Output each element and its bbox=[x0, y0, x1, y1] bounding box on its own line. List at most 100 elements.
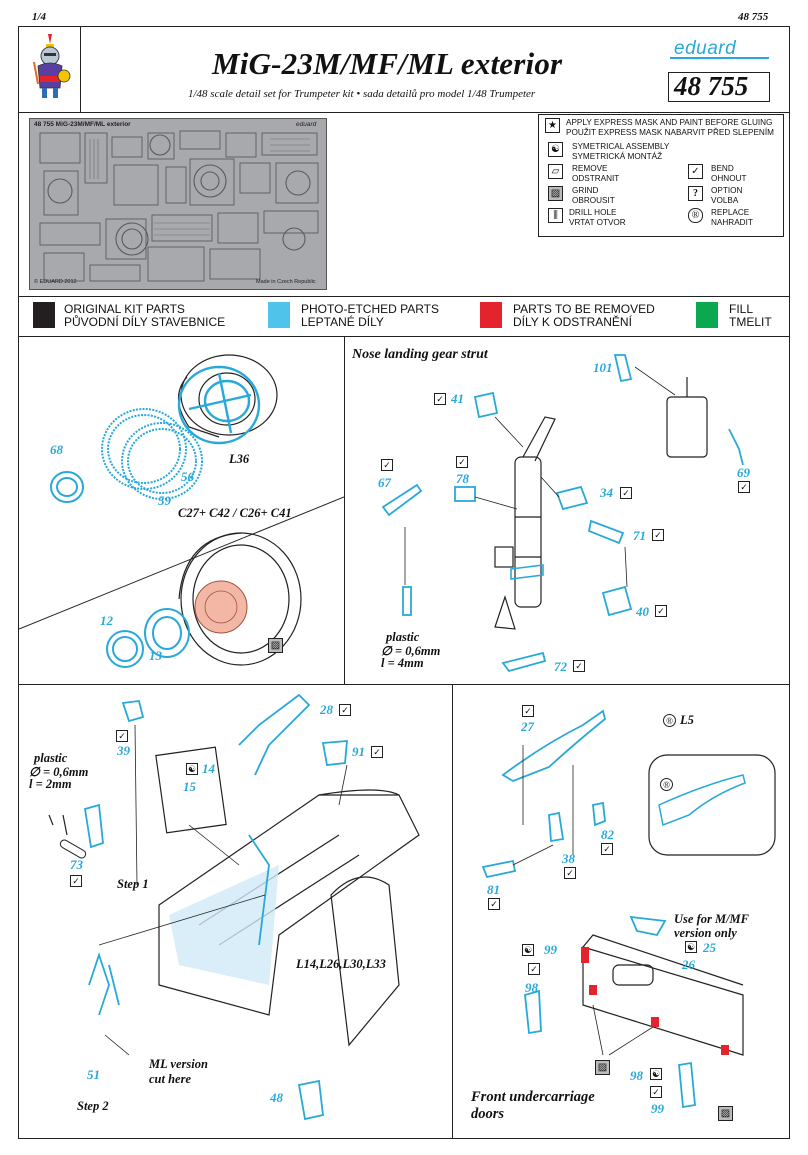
remove-icon: ▱ bbox=[548, 164, 563, 179]
part-number: 13 bbox=[149, 648, 162, 663]
plastic-rod-label: plastic bbox=[386, 630, 420, 644]
panel-title-doors-2: doors bbox=[471, 1106, 505, 1122]
use-note-2: version only bbox=[674, 926, 737, 940]
panels-mid-rule bbox=[18, 684, 790, 685]
part-number: 98 bbox=[630, 1068, 643, 1083]
part-number: 48 bbox=[270, 1090, 283, 1105]
bend-icon: ✓ bbox=[573, 660, 585, 672]
color-swatch-original bbox=[33, 302, 55, 328]
option-icon: ? bbox=[688, 186, 703, 201]
page-frame bbox=[18, 26, 790, 1139]
legend-text: REPLACE bbox=[711, 208, 750, 217]
part-number: 99 bbox=[651, 1101, 664, 1116]
set-number-corner: 48 755 bbox=[738, 11, 769, 23]
legend-text: POUŽIT EXPRESS MASK NABARVIT PŘED SLEPEN… bbox=[566, 128, 774, 137]
part-number: 78 bbox=[456, 471, 469, 486]
set-number-box bbox=[668, 72, 770, 102]
legend-text: DRILL HOLE bbox=[569, 208, 617, 217]
part-number: 51 bbox=[87, 1067, 100, 1082]
grind-icon: ▨ bbox=[268, 638, 283, 653]
part-number: 15 bbox=[183, 779, 196, 794]
part-number: 91 bbox=[352, 744, 365, 759]
use-note: Use for M/MF bbox=[674, 912, 750, 926]
color-swatch-fill bbox=[696, 302, 718, 328]
bend-icon: ✓ bbox=[688, 164, 703, 179]
page-title: MiG-23M/MF/ML exterior bbox=[212, 46, 563, 81]
panels-top-rule bbox=[18, 336, 790, 337]
fret-made-in: Made in Czech Republic bbox=[256, 279, 316, 285]
replace-icon: ® bbox=[660, 778, 673, 791]
undercarriage-doors-drawing bbox=[481, 709, 776, 1109]
bend-icon: ✓ bbox=[655, 605, 667, 617]
bend-icon: ✓ bbox=[70, 875, 82, 887]
express-mask-icon: ★ bbox=[545, 118, 560, 133]
legend-text: ODSTRANIT bbox=[572, 174, 620, 183]
color-label-line: TMELIT bbox=[729, 315, 772, 329]
grind-icon: ▨ bbox=[718, 1106, 733, 1121]
bend-icon: ✓ bbox=[434, 393, 446, 405]
part-number: 71 bbox=[633, 528, 646, 543]
part-number: 56 bbox=[181, 469, 194, 484]
wheel-bay-drawing bbox=[48, 693, 420, 1121]
plastic-rod-length: l = 2mm bbox=[29, 777, 72, 791]
part-number: 72 bbox=[554, 659, 567, 674]
panel-title-doors: Front undercarriage bbox=[471, 1089, 595, 1105]
plastic-rod-diameter: ∅ = 0,6mm bbox=[29, 765, 89, 779]
color-swatch-remove bbox=[480, 302, 502, 328]
legend-text: BEND bbox=[711, 164, 734, 173]
grind-icon: ▨ bbox=[548, 186, 563, 201]
color-label-line: LEPTANÉ DÍLY bbox=[301, 315, 384, 329]
part-number: 82 bbox=[601, 827, 614, 842]
color-label-line: PARTS TO BE REMOVED bbox=[513, 302, 655, 316]
part-number: 69 bbox=[737, 465, 750, 480]
color-label-line: DÍLY K ODSTRANĚNÍ bbox=[513, 315, 632, 329]
legend-text: OHNOUT bbox=[711, 174, 747, 183]
color-label-line: PŮVODNÍ DÍLY STAVEBNICE bbox=[64, 315, 226, 329]
part-number: 99 bbox=[544, 942, 557, 957]
replace-icon: ® bbox=[663, 714, 676, 727]
legend-text: REMOVE bbox=[572, 164, 608, 173]
part-number: 14 bbox=[202, 761, 215, 776]
fret-copyright: © EDUARD 2012 bbox=[34, 279, 77, 285]
photo-etch-fret: 48 755 MiG-23M/MF/ML exterior eduard © E… bbox=[29, 118, 327, 290]
page-subtitle: 1/48 scale detail set for Trumpeter kit … bbox=[188, 88, 536, 100]
bend-icon: ✓ bbox=[381, 459, 393, 471]
legend-text: OPTION bbox=[711, 186, 743, 195]
bend-icon: ✓ bbox=[339, 704, 351, 716]
part-number: 81 bbox=[487, 882, 500, 897]
plastic-rod-diameter: ∅ = 0,6mm bbox=[381, 644, 441, 658]
legend-text: SYMETRICKÁ MONTÁŽ bbox=[572, 152, 663, 161]
ml-version-note-2: cut here bbox=[149, 1072, 192, 1086]
nose-gear-strut-drawing bbox=[381, 354, 744, 673]
part-number: 68 bbox=[50, 442, 63, 457]
kit-parts-label: C27+ C42 / C26+ C41 bbox=[178, 506, 292, 520]
step-1-label: Step 1 bbox=[117, 877, 149, 891]
legend-text: GRIND bbox=[572, 186, 599, 195]
part-number: 101 bbox=[593, 360, 613, 375]
bend-icon: ✓ bbox=[522, 705, 534, 717]
header-divider-left bbox=[80, 26, 81, 112]
plastic-rod-label: plastic bbox=[34, 751, 68, 765]
legend-text: OBROUSIT bbox=[572, 196, 615, 205]
brand-name: eduard bbox=[674, 38, 737, 59]
color-label-line: FILL bbox=[729, 302, 754, 316]
bend-icon: ✓ bbox=[456, 456, 468, 468]
replace-icon: ® bbox=[688, 208, 703, 223]
part-number: 67 bbox=[378, 475, 391, 490]
kit-part-label: L5 bbox=[680, 713, 694, 727]
wheel-assembly-drawing bbox=[19, 354, 344, 668]
color-label-line: PHOTO-ETCHED PARTS bbox=[301, 302, 440, 316]
bend-icon: ✓ bbox=[488, 898, 500, 910]
ml-version-note: ML version bbox=[149, 1057, 208, 1071]
grind-icon: ▨ bbox=[595, 1060, 610, 1075]
color-key-top-rule bbox=[18, 296, 790, 297]
